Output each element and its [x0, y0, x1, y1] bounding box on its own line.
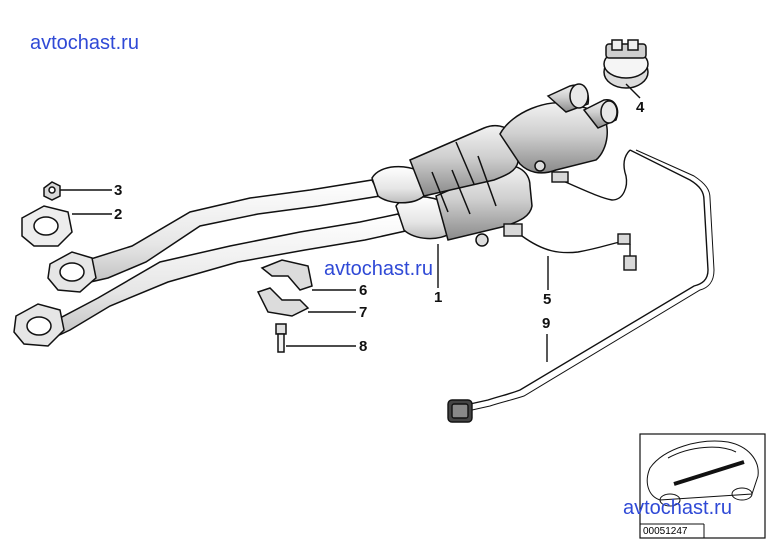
sensor-boss-upper [534, 160, 546, 172]
callout-5: 5 [543, 291, 552, 308]
callout-2: 2 [114, 206, 123, 223]
watermark-center: avtochast.ru [324, 258, 433, 280]
bolt-part [275, 323, 287, 353]
callout-3: 3 [114, 182, 123, 199]
bracket-shells [256, 259, 313, 317]
exhaust-pipe-assembly [20, 165, 453, 345]
watermark-bottom-right: avtochast.ru [623, 497, 732, 519]
callout-8: 8 [359, 338, 368, 355]
outlet-lower-rim [600, 100, 618, 124]
sensor-cable [447, 149, 715, 423]
leader-lines [60, 83, 641, 362]
callout-9: 9 [542, 315, 551, 332]
sensor-boss-lower [475, 233, 489, 247]
catalytic-converters [409, 83, 619, 247]
outlet-upper-rim [569, 83, 589, 109]
shell-lower [256, 287, 310, 317]
callout-6: 6 [359, 282, 368, 299]
callout-4: 4 [636, 99, 645, 116]
callout-1: 1 [434, 289, 443, 306]
diagram-reference-number: 00051247 [643, 526, 688, 537]
car-thumbnail [639, 433, 766, 539]
oxygen-sensors [503, 149, 637, 271]
clamp-part [603, 39, 649, 89]
leader-4 [625, 83, 641, 99]
callout-7: 7 [359, 304, 368, 321]
pipe-flanges [13, 251, 97, 347]
collector-body [499, 101, 608, 174]
watermark-top-left: avtochast.ru [30, 32, 139, 54]
gasket-part [21, 205, 73, 247]
shell-upper [260, 259, 313, 291]
nut-part [43, 181, 61, 201]
